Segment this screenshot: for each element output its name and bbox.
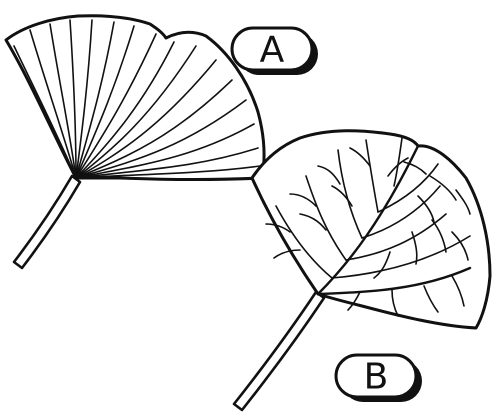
leaf-a xyxy=(6,16,264,268)
leaf-b-stem xyxy=(234,292,324,410)
leaf-a-blade xyxy=(6,16,264,180)
leaf-a-stem xyxy=(14,176,80,268)
label-b: B xyxy=(336,355,422,402)
label-a: A xyxy=(232,28,318,75)
label-b-text: B xyxy=(364,357,389,398)
label-a-text: A xyxy=(260,30,285,71)
